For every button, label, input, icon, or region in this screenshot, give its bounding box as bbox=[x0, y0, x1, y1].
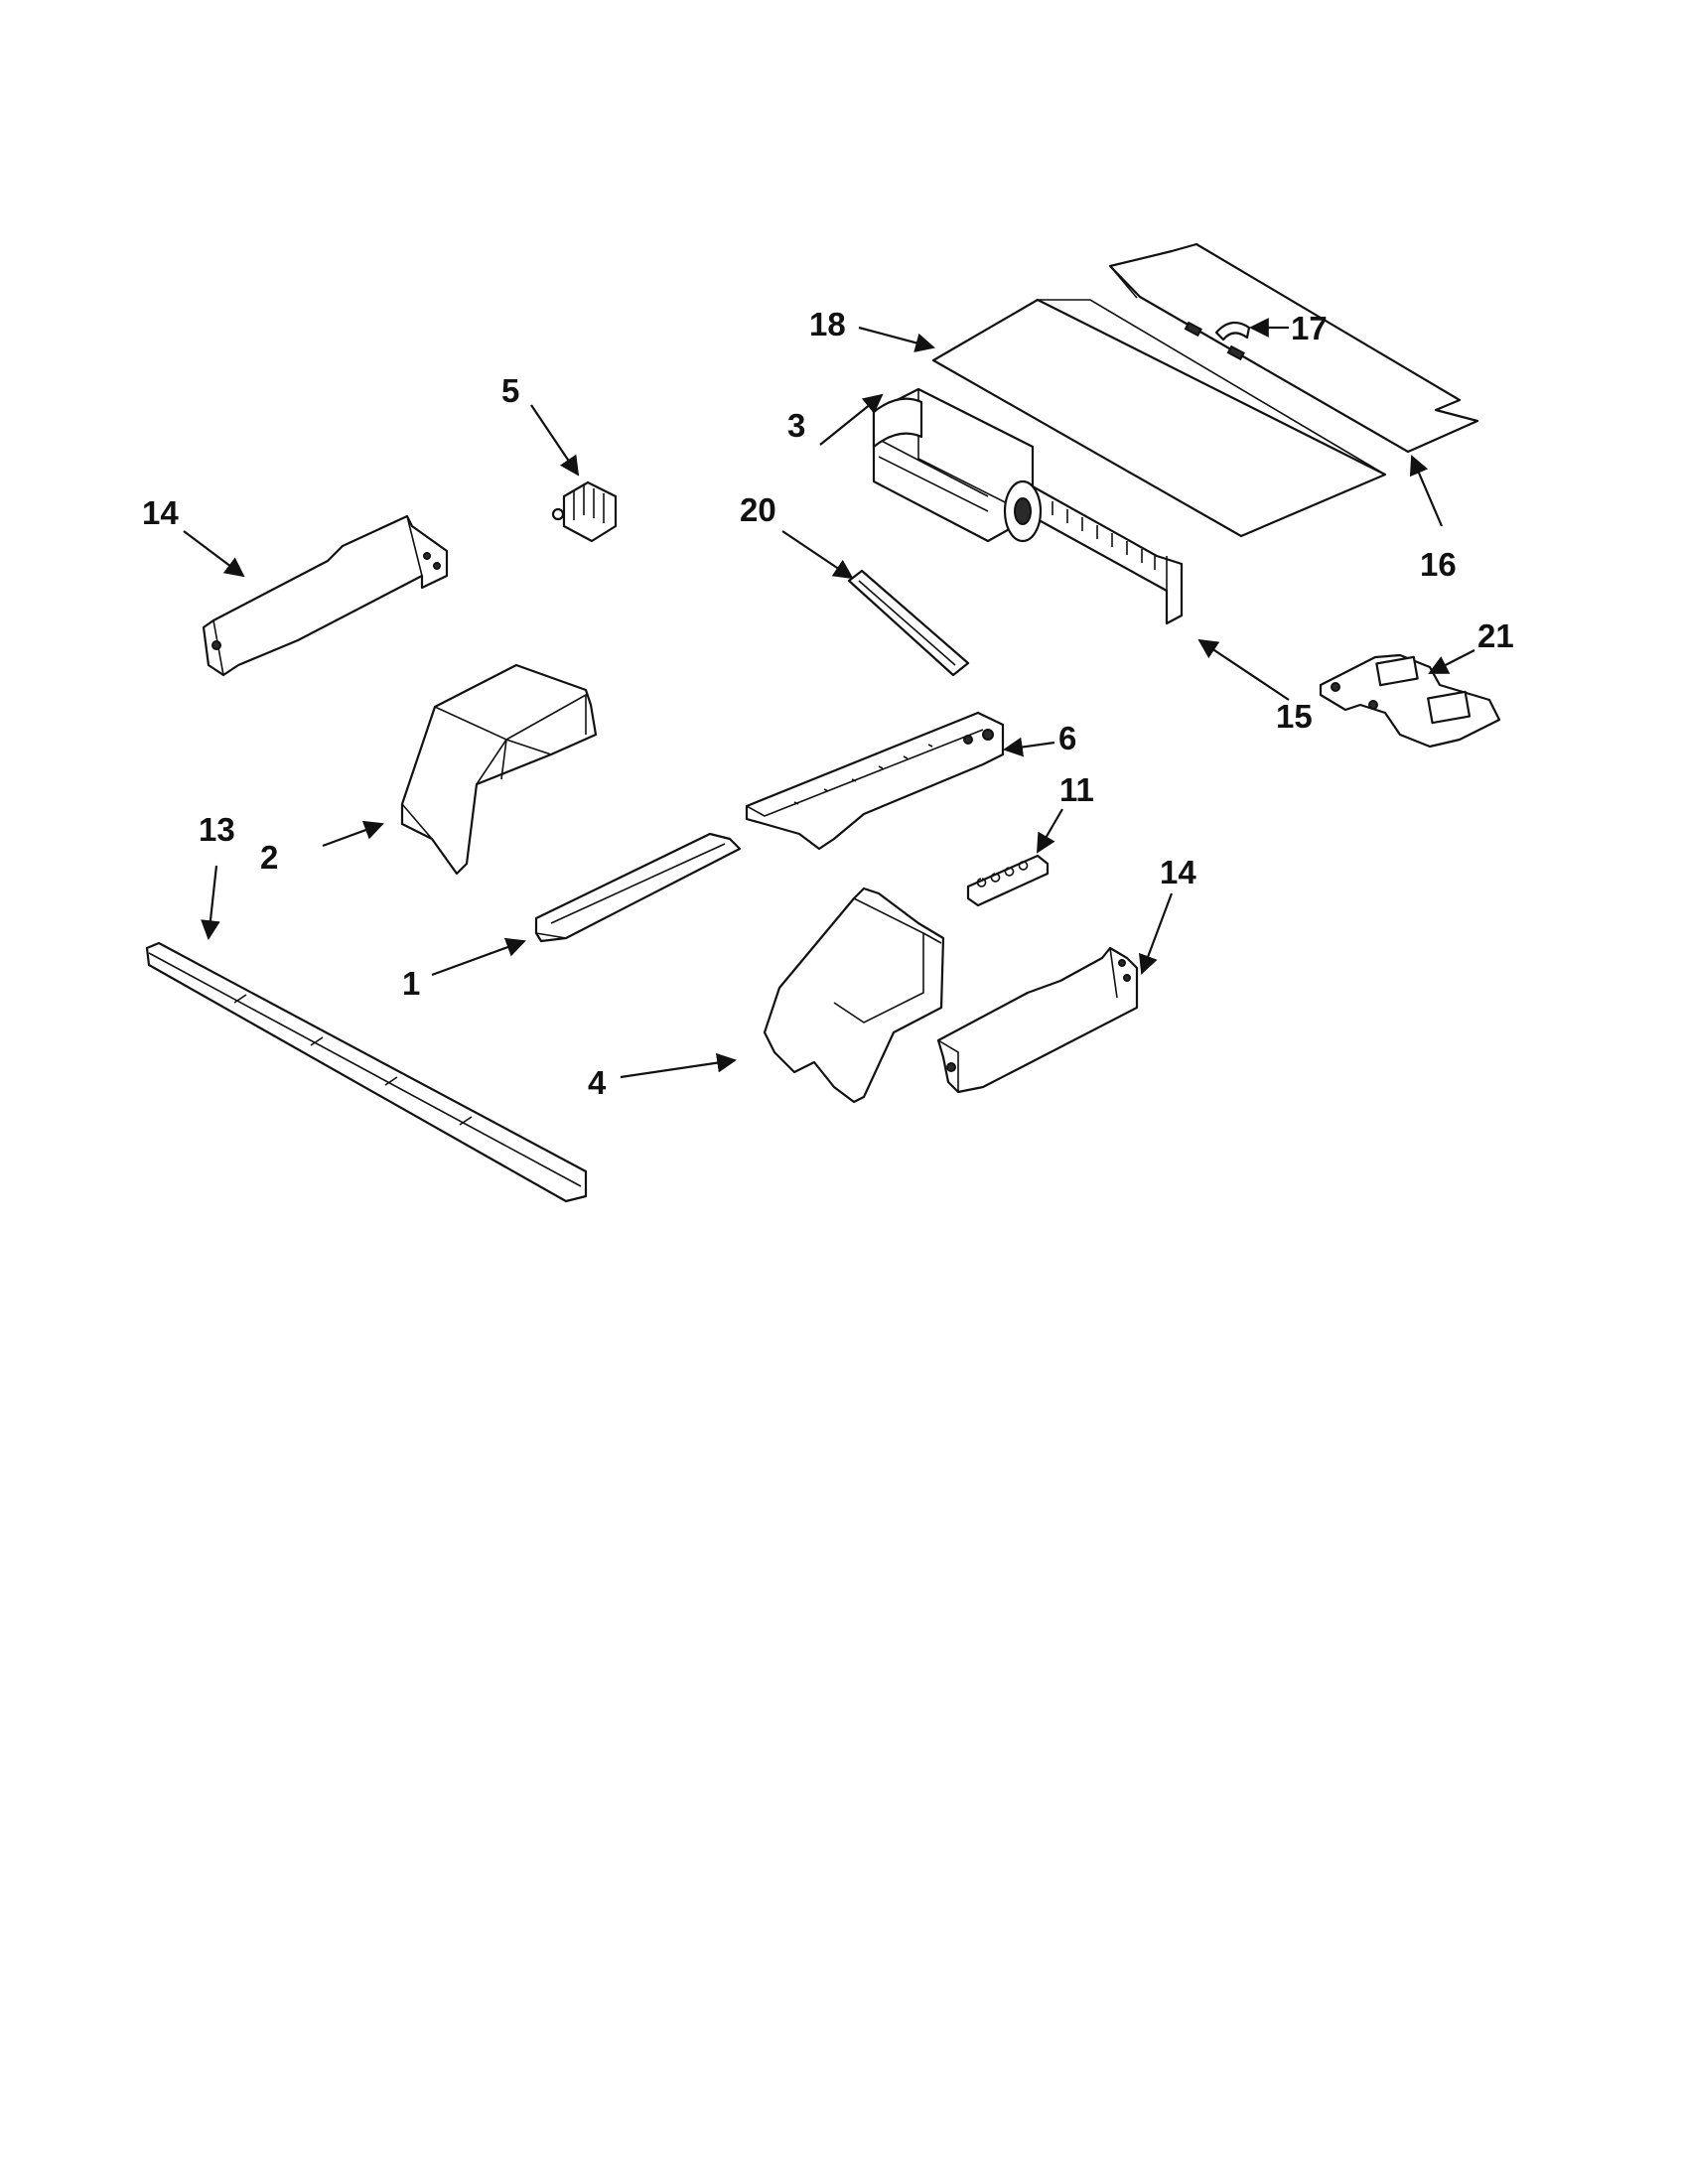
leader-14-right bbox=[1138, 892, 1174, 975]
leader-2 bbox=[322, 820, 384, 848]
leader-5 bbox=[530, 404, 580, 477]
callout-20: 20 bbox=[740, 491, 776, 528]
part-13-long-rail bbox=[145, 941, 588, 1203]
leader-1 bbox=[431, 937, 526, 977]
leader-18 bbox=[858, 326, 935, 352]
callout-14-right: 14 bbox=[1160, 854, 1196, 890]
callout-11: 11 bbox=[1059, 771, 1094, 808]
callout-17: 17 bbox=[1291, 310, 1328, 346]
callout-21: 21 bbox=[1477, 617, 1514, 654]
part-11-terminal-strip bbox=[966, 854, 1050, 907]
part-21-bracket bbox=[1319, 653, 1501, 749]
callout-16: 16 bbox=[1420, 546, 1457, 583]
leader-11 bbox=[1037, 808, 1063, 854]
callout-2: 2 bbox=[260, 839, 278, 876]
callout-3: 3 bbox=[787, 407, 805, 444]
callout-labels: 18 17 5 3 20 14 16 21 15 6 11 13 14 2 1 … bbox=[142, 306, 1514, 1101]
part-1-cross-bar bbox=[534, 832, 742, 943]
part-6-mounting-plate bbox=[745, 711, 1005, 851]
callout-15: 15 bbox=[1276, 698, 1313, 735]
callout-5: 5 bbox=[501, 372, 519, 409]
callout-1: 1 bbox=[402, 965, 420, 1002]
callout-14-left: 14 bbox=[142, 494, 179, 531]
part-4-inner-duct bbox=[763, 887, 945, 1104]
part-2-air-duct bbox=[400, 663, 598, 876]
part-14-left-bracket bbox=[202, 514, 449, 677]
leader-15 bbox=[1197, 638, 1290, 701]
leader-14-left bbox=[183, 530, 245, 578]
part-14-right-bracket bbox=[936, 946, 1139, 1094]
leader-6 bbox=[1003, 737, 1055, 757]
part-5-terminal-block bbox=[551, 480, 618, 543]
leader-3 bbox=[819, 393, 884, 446]
callout-4: 4 bbox=[588, 1064, 607, 1101]
callout-6: 6 bbox=[1058, 720, 1076, 756]
leader-20 bbox=[781, 530, 854, 580]
leader-4 bbox=[620, 1052, 737, 1079]
part-17-clip bbox=[1184, 321, 1251, 361]
part-3-fan-motor bbox=[872, 387, 1043, 543]
leader-13 bbox=[201, 865, 220, 940]
callout-13: 13 bbox=[199, 811, 235, 848]
part-16-rear-panel bbox=[1108, 242, 1479, 454]
leader-lines bbox=[183, 318, 1475, 1079]
part-20-strip bbox=[847, 569, 970, 677]
callout-18: 18 bbox=[809, 306, 846, 342]
part-18-cover-panel bbox=[931, 298, 1387, 538]
leader-21 bbox=[1428, 649, 1475, 674]
leader-16 bbox=[1409, 455, 1444, 527]
